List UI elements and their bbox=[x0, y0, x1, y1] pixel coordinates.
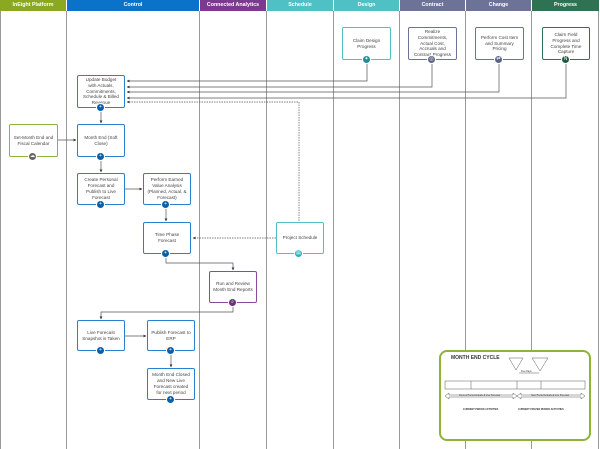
inset-title: MONTH END CYCLE bbox=[451, 355, 500, 361]
lane-connected-analytics bbox=[200, 11, 267, 449]
lane-header-connected-analytics: Connected Analytics bbox=[200, 0, 267, 11]
control-icon: + bbox=[96, 152, 105, 161]
contract-icon: ◎ bbox=[427, 55, 436, 64]
analytics-icon: ⌕ bbox=[228, 298, 237, 307]
lane-header-design: Design bbox=[334, 0, 400, 11]
month-end-cycle-inset: MONTH END CYCLE Five Days Current Period… bbox=[439, 350, 591, 441]
lane-header-control: Control bbox=[67, 0, 200, 11]
current-period-bar: Current Period Actuals & Live Forecast bbox=[459, 394, 501, 397]
lane-header-schedule: Schedule bbox=[267, 0, 334, 11]
node-earned-value[interactable]: Perform Earned Value Analysis (Planned, … bbox=[143, 173, 191, 205]
node-create-forecast[interactable]: Create Personal Forecast and Publish to … bbox=[77, 173, 125, 205]
platform-cloud-icon: ☁ bbox=[28, 152, 37, 161]
current-activities-heading: CURRENT PERIOD ACTIVITIES bbox=[463, 408, 499, 411]
progress-icon: N bbox=[561, 55, 570, 64]
control-icon: + bbox=[161, 200, 170, 209]
lane-header-change: Change bbox=[466, 0, 532, 11]
lane-header-ineight-platform: InEight Platform bbox=[0, 0, 67, 11]
connector-design-to-budget bbox=[126, 64, 368, 83]
control-icon: + bbox=[161, 249, 170, 258]
control-icon: + bbox=[96, 346, 105, 355]
node-update-budget[interactable]: Update Budget with Actuals, Commitments,… bbox=[77, 75, 125, 108]
node-claim-field-progress[interactable]: Claim Field Progress and Complete Time C… bbox=[542, 27, 590, 60]
node-set-month-end[interactable]: Set-Month End and Fiscal Calendar bbox=[9, 124, 58, 157]
design-icon: ✦ bbox=[362, 55, 371, 64]
cycle-graphic bbox=[444, 357, 586, 400]
lane-progress bbox=[532, 11, 599, 449]
connector-contract-to-budget bbox=[126, 64, 433, 89]
node-live-forecast-snapshot[interactable]: Live Forecast Snapshot is Taken bbox=[77, 320, 125, 351]
node-time-phase-forecast[interactable]: Time Phase Forecast bbox=[143, 222, 191, 254]
lane-header-contract: Contract bbox=[400, 0, 466, 11]
next-period-bar: Next Period Actuals & Live Forecast bbox=[531, 394, 570, 397]
lane-contract bbox=[400, 11, 466, 449]
lane-schedule bbox=[267, 11, 334, 449]
lane-change bbox=[466, 11, 532, 449]
control-icon: + bbox=[166, 395, 175, 404]
connector-change-to-budget bbox=[126, 64, 500, 94]
connector-schedule-to-budget bbox=[126, 100, 300, 221]
control-icon: + bbox=[96, 103, 105, 112]
connector-progress-to-budget bbox=[126, 64, 567, 100]
five-days-label: Five Days bbox=[521, 370, 532, 373]
node-realize-commitments[interactable]: Realize Commitments, Actual Cost, Accrua… bbox=[408, 27, 457, 60]
lane-ineight-platform bbox=[0, 11, 67, 449]
change-icon: ⇄ bbox=[494, 55, 503, 64]
control-icon: + bbox=[96, 200, 105, 209]
schedule-icon: ▤ bbox=[294, 249, 303, 258]
connector-time-phase-to-reports bbox=[165, 258, 235, 271]
frozen-activities-heading: CURRENT FROZEN PERIOD ACTIVITIES bbox=[518, 408, 564, 411]
control-icon: + bbox=[166, 346, 175, 355]
lane-control bbox=[67, 11, 200, 449]
node-month-end-soft-close[interactable]: Month End (Soft Close) bbox=[77, 124, 125, 157]
node-claim-design-progress[interactable]: Claim Design Progress bbox=[342, 27, 391, 60]
lane-design bbox=[334, 11, 400, 449]
node-cost-item-pricing[interactable]: Perform Cost Item and Summary Pricing bbox=[475, 27, 524, 60]
connector-reports-to-snapshot bbox=[99, 307, 234, 320]
